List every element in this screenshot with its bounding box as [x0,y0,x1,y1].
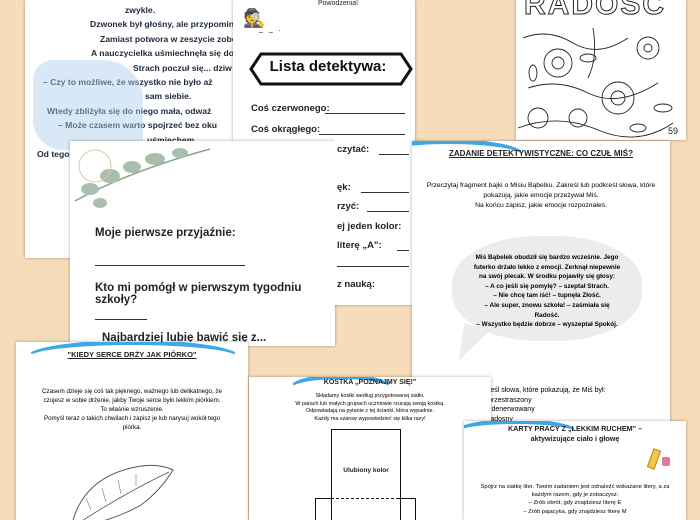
list-item-read: czytać: [337,144,370,155]
detective-figure-icon: 🕵 [243,8,266,28]
dice-page: KOSTKA „POZNAJMY SIĘ!" Składamy kostki w… [249,377,491,520]
list-item-red: Coś czerwonego: [251,103,330,114]
blue-swoosh [26,342,240,375]
title-banner [249,52,413,86]
intro-line: Na końcu zapisz, jakie emocje rozpoznałe… [475,202,607,209]
flower-pattern [518,27,674,138]
detective-list-title: Lista detektywa: [269,58,387,75]
dice-net-face [331,429,401,520]
blue-swoosh [289,377,393,403]
list-item-science: z nauką: [337,279,376,290]
bubble-line: – A co jeśli się pomylę? – szeptał Strac… [485,282,609,290]
detective-task-bottom: reśl słowa, które pokazują, że Miś był: … [488,386,606,424]
story-line: Wtedy zbliżyła się do niego mała, odważ [47,105,212,116]
radosc-letters: RADOŚĆ [523,0,667,22]
blue-swoosh [464,421,578,446]
list-item-color: ej jeden kolor: [337,221,402,232]
eraser-icon [662,457,670,466]
watercolor-splash [33,60,143,150]
story-line: – Czy to możliwe, że wszystko nie było a… [43,77,213,88]
movement-title-line1: KARTY PRACY Z „LEKKIM RUCHEM" – [507,424,643,433]
bubble-line: Miś Bąbelek obudził się bardzo wcześnie.… [475,254,619,261]
bubble-line: Radość. [534,311,560,319]
bottom-line: przestraszony [488,396,532,404]
feather-line: czujesz w sobie drżenie, jakby Twoje ser… [43,397,221,404]
story-line: sam siebie. [145,91,192,102]
movement-line: Spójrz na siatkę liter. Twoim zadaniem j… [480,484,670,490]
answer-line [397,250,409,251]
answer-line [325,113,405,114]
answer-line [367,211,409,212]
footprints-icon: _ _ . [259,26,283,33]
dice-line: Składamy kostki według przygotowanej sia… [315,393,425,399]
bubble-line: – Wszystko będzie dobrze – wyszeptał Spo… [476,321,618,329]
detective-task-title: ZADANIE DETEKTYWISTYCZNE: CO CZUŁ MIŚ? [449,149,633,158]
dice-net-tab [315,498,332,520]
question-helper: Kto mi pomógł w pierwszym tygodniu szkoł… [95,282,302,306]
question-first-friends: Moje pierwsze przyjaźnie: [95,227,236,239]
list-item-round: Coś okrągłego: [251,124,321,135]
feather-line: piórka. [122,424,142,431]
movement-text: Spójrz na siatkę liter. Twoim zadaniem j… [464,483,686,516]
list-item-sound: ęk: [337,182,351,193]
pencil-icon [646,448,662,470]
dice-text: Składamy kostki według przygotowanej sia… [249,393,491,423]
dice-line: Odpowiadają na pytanie z tej ścianki, kt… [306,408,434,415]
bottom-line: zdenerwowany [488,406,535,413]
story-line: Dzwonek był głośny, ale przypominał [90,19,242,30]
answer-line [379,154,409,155]
dice-line: Każdy ma szansę wypowiedzieć się kilka r… [314,415,426,422]
bottom-line: reśl słowa, które pokazują, że Miś był: [488,387,606,394]
dice-title: KOSTKA „POZNAJMY SIĘ!" [323,379,417,386]
eucalyptus-decoration [74,148,211,208]
detective-task-intro: Przeczytaj fragment bajki o Misiu Bąbelk… [412,181,670,211]
bubble-line: na swój plecak. W środku pojawiły się gł… [478,273,616,281]
friendship-page: Moje pierwsze przyjaźnie: Kto mi pomógł … [70,141,335,346]
bubble-text: Miś Bąbelek obudził się bardzo wcześnie.… [452,253,642,330]
bottom-line: radosny [488,415,513,423]
feather-page: "KIEDY SERCE DRŻY JAK PIÓRKO" Czasem dzi… [16,342,248,520]
feather-line: To właśnie wzruszenie. [100,406,164,413]
story-line: Zamiast potwora w zeszycie zobo [100,33,238,44]
bubble-line: – Ale super, znowu szkoła! – zaśmiała si… [484,301,610,309]
list-item-letter-a: literę „A": [337,240,382,251]
blue-swoosh [412,141,526,174]
movement-title-line2: aktywizujące ciało i głowę [530,434,620,443]
movement-line: – Zrób obrót, gdy znajdziesz literę E [528,500,622,507]
dice-net-fold [331,498,399,499]
speech-bubble [452,236,642,341]
bubble-line: futerko drżało lekko z emocji. Zerknął n… [473,263,621,271]
movement-page: KARTY PRACY Z „LEKKIM RUCHEM" – aktywizu… [464,421,686,520]
feather-drawing [72,464,174,520]
story-line: – Może czasem warto spojrzeć bez oku [58,120,218,131]
good-luck-text: Powodzenia! [317,0,359,7]
dice-net-tab [399,498,416,520]
answer-line [95,265,245,266]
story-line: uśmiechem. [147,134,197,145]
movement-line: – Zrób pajacyka, gdy znajdziesz literę M [523,508,627,515]
dice-line: W parach lub małych grupach uczniowie rz… [295,400,445,407]
story-line: zwykle. [125,5,156,15]
feather-text: Czasem dzieje się coś tak pięknego, ważn… [16,387,248,432]
answer-line [95,319,147,320]
story-line: Strach poczuł się... dziw [133,62,232,73]
dice-face-label: Ulubiony kolor [343,467,389,474]
story-line: A nauczycielka uśmiechnęła się do [91,48,234,59]
answer-line [361,192,409,193]
list-item-look: rzyć: [337,201,360,212]
coloring-page: RADOŚĆ 59 [516,0,686,140]
feather-title: "KIEDY SERCE DRŻY JAK PIÓRKO" [67,350,197,359]
page-number: 59 [668,126,679,136]
feather-line: Czasem dzieje się coś tak pięknego, ważn… [42,388,222,395]
intro-line: Przeczytaj fragment bajki o Misiu Bąbelk… [426,182,656,189]
question-favorite-play: Najbardziej lubię bawić się z... [102,332,267,344]
feather-line: Pomyśl teraz o takich chwilach i zapisz … [43,415,221,422]
detective-list-continued: czytać: ęk: rzyć: ej jeden kolor: literę… [335,139,413,305]
bubble-line: – Nie chcę tam iść! – tupnęła Złość. [493,292,601,300]
intro-line: pokazują, jakie emocje przeżywał Miś. [483,192,599,199]
answer-line [337,266,409,267]
movement-line: każdym razem, gdy je zobaczysz: [531,492,619,499]
answer-line [319,134,405,135]
